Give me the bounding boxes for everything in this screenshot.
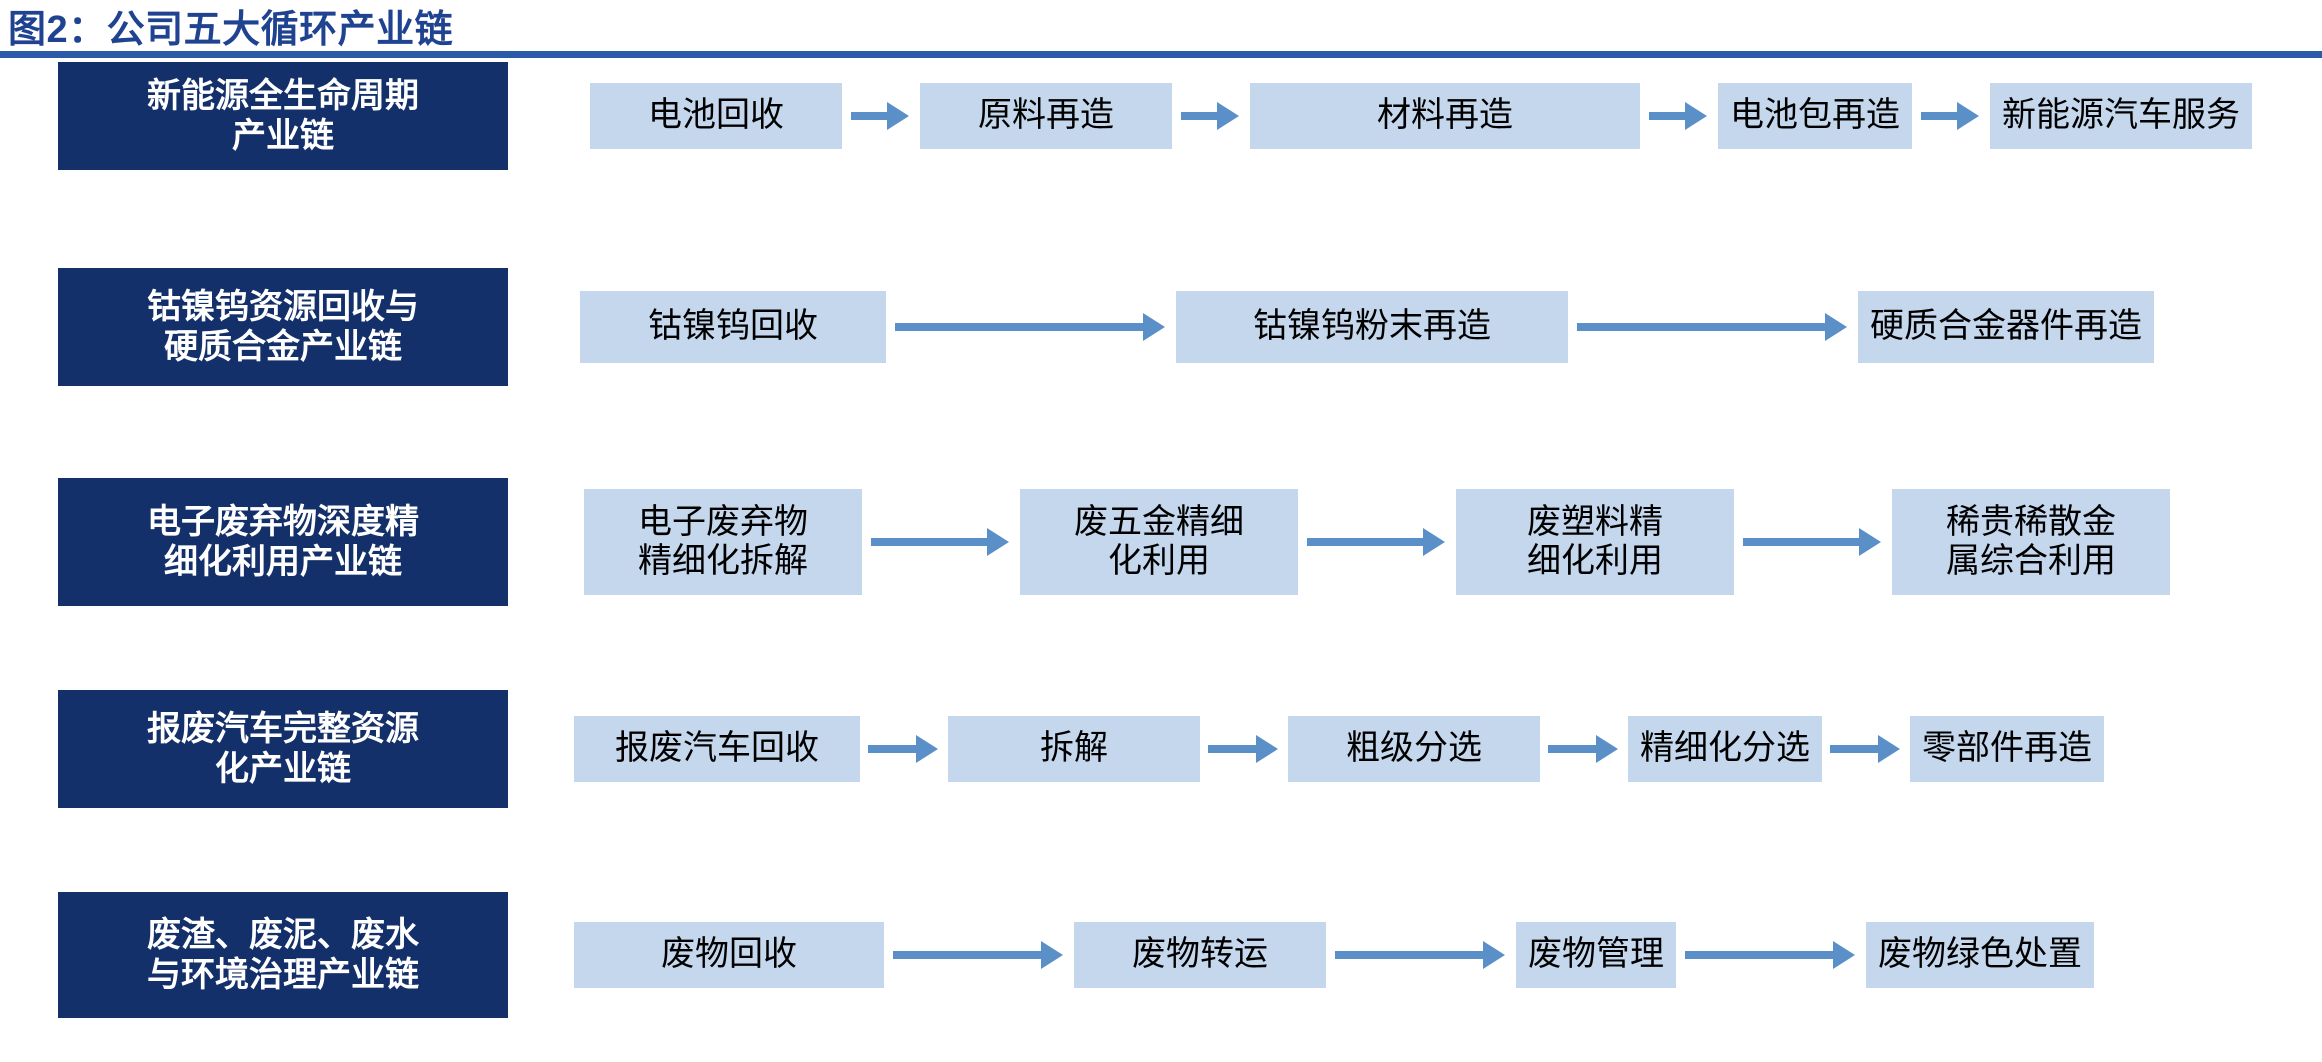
chain-node[interactable]: 新能源汽车服务	[1990, 83, 2252, 149]
chain-row-label-line1: 钴镍钨资源回收与	[147, 287, 419, 326]
chain-sequence: 报废汽车回收 拆解 粗级分选 精细化分选 零部件再造	[574, 716, 2322, 782]
chain-row-label-line1: 电子废弃物深度精	[147, 502, 419, 541]
arrow-right-icon	[1676, 938, 1866, 972]
chain-row-label-line2: 产业链	[232, 117, 334, 155]
chain-sequence: 电池回收 原料再造 材料再造 电池包再造 新能源汽车服务	[590, 83, 2322, 149]
chain-node[interactable]: 废物绿色处置	[1866, 922, 2094, 988]
chain-row-label-line2: 与环境治理产业链	[147, 956, 419, 994]
chain-node[interactable]: 钴镍钨回收	[580, 291, 886, 363]
chain-node-line2: 细化利用	[1527, 542, 1663, 580]
arrow-right-icon	[1912, 99, 1990, 133]
chain-node[interactable]: 硬质合金器件再造	[1858, 291, 2154, 363]
chain-node[interactable]: 材料再造	[1250, 83, 1640, 149]
arrow-right-icon	[1640, 99, 1718, 133]
chain-node[interactable]: 废五金精细 化利用	[1020, 489, 1298, 595]
chain-node-line1: 废五金精细	[1074, 502, 1244, 541]
chain-node[interactable]: 拆解	[948, 716, 1200, 782]
chain-node-line1: 稀贵稀散金	[1946, 502, 2116, 541]
chain-node[interactable]: 废物回收	[574, 922, 884, 988]
title-divider	[0, 51, 2322, 58]
chain-row: 钴镍钨资源回收与 硬质合金产业链 钴镍钨回收 钴镍钨粉末再造 硬质合金器件再造	[0, 268, 2322, 386]
arrow-right-icon	[1172, 99, 1250, 133]
chain-node-line2: 化利用	[1108, 542, 1210, 580]
arrow-right-icon	[862, 525, 1020, 559]
chain-sequence: 钴镍钨回收 钴镍钨粉末再造 硬质合金器件再造	[580, 291, 2322, 363]
arrow-right-icon	[884, 938, 1074, 972]
arrow-right-icon	[860, 732, 948, 766]
chain-row-label-line1: 新能源全生命周期	[147, 76, 419, 115]
chain-row-label: 新能源全生命周期 产业链	[58, 62, 508, 170]
chain-row: 报废汽车完整资源 化产业链 报废汽车回收 拆解 粗级分选 精细化分选 零部件再造	[0, 690, 2322, 808]
chain-node-line2: 属综合利用	[1946, 542, 2116, 580]
chain-node[interactable]: 废物管理	[1516, 922, 1676, 988]
chain-row-label: 电子废弃物深度精 细化利用产业链	[58, 478, 508, 606]
arrow-right-icon	[1734, 525, 1892, 559]
chain-row: 废渣、废泥、废水 与环境治理产业链 废物回收 废物转运 废物管理 废物绿色处置	[0, 892, 2322, 1018]
chain-node[interactable]: 粗级分选	[1288, 716, 1540, 782]
chain-node[interactable]: 精细化分选	[1628, 716, 1822, 782]
chain-row: 新能源全生命周期 产业链 电池回收 原料再造 材料再造 电池包再造 新能源汽车服…	[0, 62, 2322, 170]
chain-row: 电子废弃物深度精 细化利用产业链 电子废弃物 精细化拆解 废五金精细 化利用 废…	[0, 478, 2322, 606]
chain-node[interactable]: 电子废弃物 精细化拆解	[584, 489, 862, 595]
chain-sequence: 电子废弃物 精细化拆解 废五金精细 化利用 废塑料精 细化利用	[584, 489, 2322, 595]
chain-row-label: 钴镍钨资源回收与 硬质合金产业链	[58, 268, 508, 386]
arrow-right-icon	[886, 310, 1176, 344]
chain-node[interactable]: 原料再造	[920, 83, 1172, 149]
chain-row-label-line1: 报废汽车完整资源	[147, 709, 419, 748]
figure-title: 图2：公司五大循环产业链	[8, 9, 454, 51]
chain-node-line1: 废塑料精	[1527, 502, 1663, 541]
arrow-right-icon	[1568, 310, 1858, 344]
chain-node[interactable]: 电池包再造	[1718, 83, 1912, 149]
chain-node-line2: 精细化拆解	[638, 542, 808, 580]
chain-node[interactable]: 废塑料精 细化利用	[1456, 489, 1734, 595]
chain-node[interactable]: 零部件再造	[1910, 716, 2104, 782]
chain-row-label-line2: 硬质合金产业链	[164, 328, 402, 366]
chain-row-label: 废渣、废泥、废水 与环境治理产业链	[58, 892, 508, 1018]
arrow-right-icon	[1326, 938, 1516, 972]
chain-node-line1: 电子废弃物	[638, 502, 808, 541]
chain-node[interactable]: 废物转运	[1074, 922, 1326, 988]
chain-row-label: 报废汽车完整资源 化产业链	[58, 690, 508, 808]
arrow-right-icon	[1200, 732, 1288, 766]
chain-row-label-line2: 化产业链	[215, 750, 351, 788]
chain-row-label-line2: 细化利用产业链	[164, 543, 402, 581]
chain-node[interactable]: 钴镍钨粉末再造	[1176, 291, 1568, 363]
chain-node[interactable]: 电池回收	[590, 83, 842, 149]
chain-node[interactable]: 稀贵稀散金 属综合利用	[1892, 489, 2170, 595]
arrow-right-icon	[842, 99, 920, 133]
chain-sequence: 废物回收 废物转运 废物管理 废物绿色处置	[574, 922, 2322, 988]
arrow-right-icon	[1298, 525, 1456, 559]
chain-row-label-line1: 废渣、废泥、废水	[147, 915, 419, 954]
chain-node[interactable]: 报废汽车回收	[574, 716, 860, 782]
arrow-right-icon	[1822, 732, 1910, 766]
arrow-right-icon	[1540, 732, 1628, 766]
figure-title-bar: 图2：公司五大循环产业链	[0, 0, 2322, 62]
